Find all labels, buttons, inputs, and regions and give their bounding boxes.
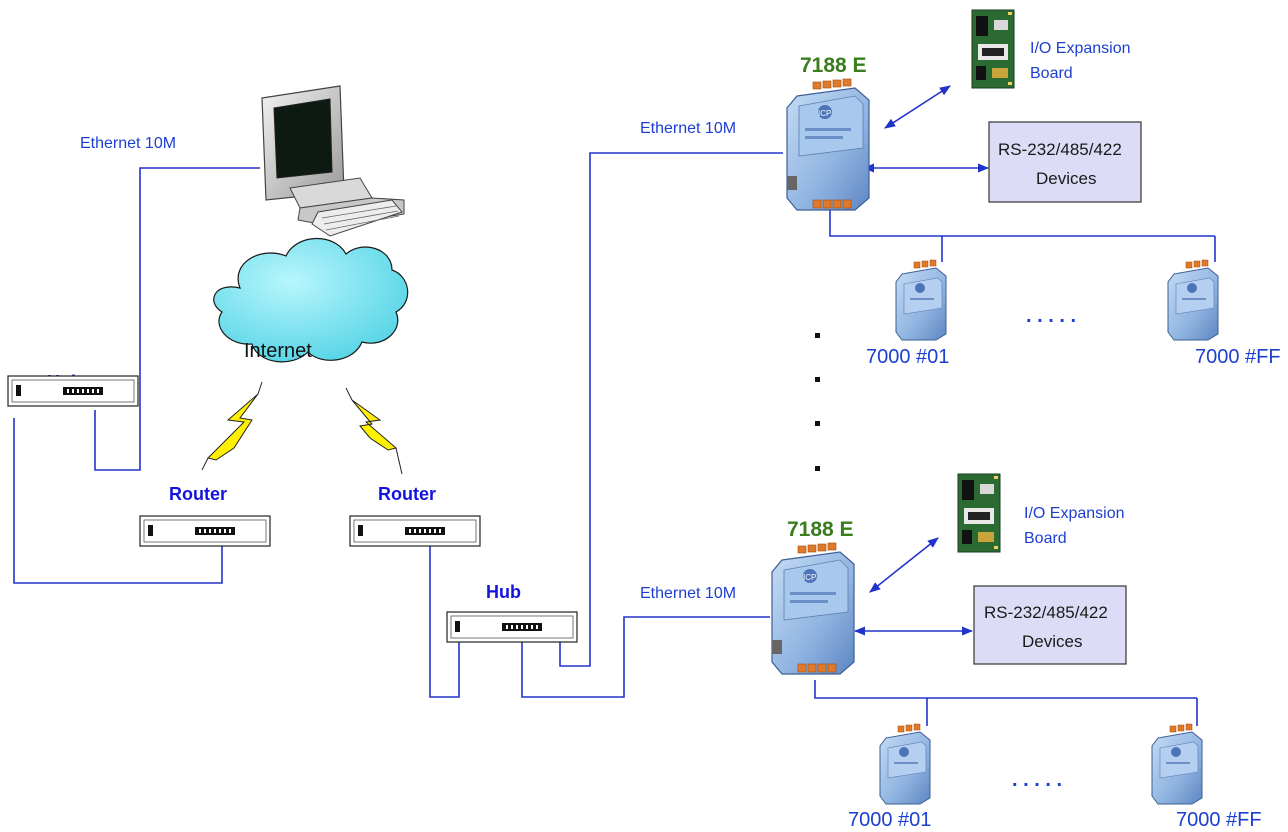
io-board-bottom-line1: I/O Expansion — [1024, 505, 1125, 522]
controller-icon — [771, 542, 855, 675]
wires — [13, 85, 1216, 726]
router-icon — [349, 515, 481, 547]
ethernet-label-pc: Ethernet 10M — [80, 135, 176, 152]
router-icon — [139, 515, 271, 547]
vertical-ellipsis — [815, 333, 820, 471]
serial-devices-box-top — [988, 121, 1142, 203]
ethernet-label-bottom: Ethernet 10M — [640, 585, 736, 602]
serial-top-line2: Devices — [1036, 169, 1096, 188]
ethernet-label-top: Ethernet 10M — [640, 120, 736, 137]
module-icon — [895, 259, 947, 341]
cloud-icon — [213, 237, 409, 363]
controller-icon — [786, 78, 870, 211]
serial-bottom-line2: Devices — [1022, 632, 1082, 651]
module-top-last-label: 7000 #FF — [1195, 346, 1281, 368]
hub-icon — [446, 611, 578, 643]
io-board-icon — [971, 9, 1015, 89]
router-right-label: Router — [378, 484, 436, 504]
controller-bottom-label: 7188 E — [787, 518, 854, 541]
module-icon — [1167, 259, 1219, 341]
module-bottom-last-label: 7000 #FF — [1176, 809, 1262, 831]
router-left-label: Router — [169, 484, 227, 504]
io-board-top-line2: Board — [1030, 65, 1073, 82]
hub-icon — [7, 375, 139, 407]
module-icon — [1151, 723, 1203, 805]
serial-top-line1: RS-232/485/422 — [998, 140, 1122, 159]
controller-top-label: 7188 E — [800, 54, 867, 77]
module-bottom-first-label: 7000 #01 — [848, 809, 931, 831]
io-board-bottom-line2: Board — [1024, 530, 1067, 547]
io-board-top-line1: I/O Expansion — [1030, 40, 1131, 57]
internet-label: Internet — [244, 340, 312, 362]
computer-icon — [261, 85, 405, 237]
serial-devices-box-bottom — [973, 585, 1127, 665]
hub-center-label: Hub — [486, 582, 521, 602]
module-top-first-label: 7000 #01 — [866, 346, 949, 368]
lightning-icon — [345, 387, 403, 475]
lightning-icon — [201, 381, 263, 471]
io-board-icon — [957, 473, 1001, 553]
module-icon — [879, 723, 931, 805]
serial-bottom-line1: RS-232/485/422 — [984, 603, 1108, 622]
ellipsis-bottom: . . . . . — [1012, 769, 1062, 791]
ellipsis-top: . . . . . — [1026, 305, 1076, 327]
